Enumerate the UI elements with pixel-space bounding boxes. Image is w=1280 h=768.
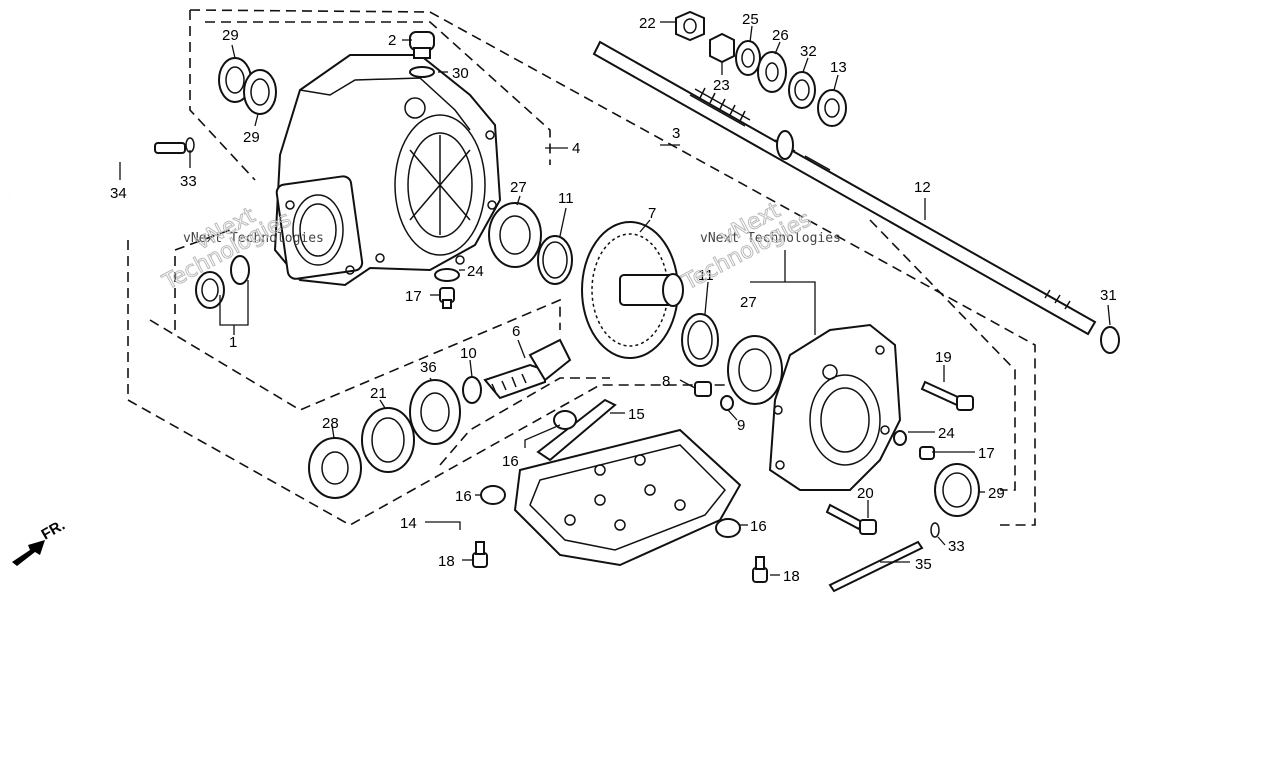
callout-11-right: 11 bbox=[698, 267, 714, 284]
watermark-text-small: vNext Technologies bbox=[700, 231, 841, 246]
ball-bearing-right bbox=[681, 313, 783, 405]
callout-16-top: 16 bbox=[502, 453, 519, 470]
ball-bearing-left bbox=[488, 202, 573, 285]
callout-11-left: 11 bbox=[558, 190, 574, 207]
callout-17-right: 17 bbox=[978, 445, 995, 462]
front-direction-marker: FR. bbox=[12, 517, 68, 566]
callout-6: 6 bbox=[512, 323, 520, 340]
callout-28: 28 bbox=[322, 415, 339, 432]
callout-20: 20 bbox=[857, 485, 874, 502]
right-seal-and-pin bbox=[828, 463, 980, 593]
callout-18-right: 18 bbox=[783, 568, 800, 585]
drive-pinion bbox=[483, 338, 572, 400]
ring-gear bbox=[581, 221, 684, 359]
callout-34: 34 bbox=[110, 185, 127, 202]
callout-16-right: 16 bbox=[750, 518, 767, 535]
watermark-right: vNext Technologies vNext Technologies bbox=[678, 197, 841, 296]
callout-16-left: 16 bbox=[455, 488, 472, 505]
callout-32: 32 bbox=[800, 43, 817, 60]
callout-9: 9 bbox=[737, 417, 745, 434]
callout-17-left: 17 bbox=[405, 288, 422, 305]
callout-23: 23 bbox=[713, 77, 730, 94]
callout-15: 15 bbox=[628, 406, 645, 423]
callout-31: 31 bbox=[1100, 287, 1117, 304]
callout-numbers: 22 25 26 32 13 23 2 30 29 29 4 3 12 34 3… bbox=[110, 11, 1117, 585]
bolt-washer-left bbox=[434, 268, 460, 309]
gear-case-cover bbox=[768, 323, 902, 491]
callout-12: 12 bbox=[914, 179, 931, 196]
callout-21: 21 bbox=[370, 385, 387, 402]
breather-cap bbox=[409, 31, 435, 78]
leader-lines bbox=[119, 21, 1111, 576]
callout-1: 1 bbox=[229, 334, 237, 351]
small-bolts bbox=[694, 381, 734, 411]
breather-hose bbox=[9, 137, 195, 200]
watermark-text-small: vNext Technologies bbox=[183, 231, 324, 246]
callout-7: 7 bbox=[648, 205, 656, 222]
axle-nut-stack bbox=[675, 10, 847, 127]
callout-3: 3 bbox=[672, 125, 680, 142]
callout-2: 2 bbox=[388, 32, 396, 49]
callout-24-left: 24 bbox=[467, 263, 484, 280]
callout-29-top: 29 bbox=[222, 27, 239, 44]
callout-14: 14 bbox=[400, 515, 417, 532]
callout-8: 8 bbox=[662, 373, 670, 390]
callout-26: 26 bbox=[772, 27, 789, 44]
callout-19: 19 bbox=[935, 349, 952, 366]
callout-27-right: 27 bbox=[740, 294, 757, 311]
callout-18-left: 18 bbox=[438, 553, 455, 570]
front-label: FR. bbox=[39, 517, 68, 544]
skid-plate bbox=[480, 398, 742, 567]
callout-30: 30 bbox=[452, 65, 469, 82]
callout-29-right: 29 bbox=[988, 485, 1005, 502]
callout-36: 36 bbox=[420, 359, 437, 376]
callout-13: 13 bbox=[830, 59, 847, 76]
final-gear-case bbox=[273, 54, 502, 287]
callout-22: 22 bbox=[639, 15, 656, 32]
callout-25: 25 bbox=[742, 11, 759, 28]
callout-27-left: 27 bbox=[510, 179, 527, 196]
callout-29-left: 29 bbox=[243, 129, 260, 146]
callout-35: 35 bbox=[915, 556, 932, 573]
cover-bolts bbox=[825, 380, 974, 535]
skid-plate-bolts bbox=[472, 541, 768, 583]
axle-shaft bbox=[592, 40, 1120, 354]
callout-24-right: 24 bbox=[938, 425, 955, 442]
needle-bearing bbox=[195, 255, 250, 309]
callout-4: 4 bbox=[572, 140, 580, 157]
callout-33-right: 33 bbox=[948, 538, 965, 555]
callout-33-left: 33 bbox=[180, 173, 197, 190]
callout-10: 10 bbox=[460, 345, 477, 362]
oil-seals-left bbox=[218, 57, 277, 115]
